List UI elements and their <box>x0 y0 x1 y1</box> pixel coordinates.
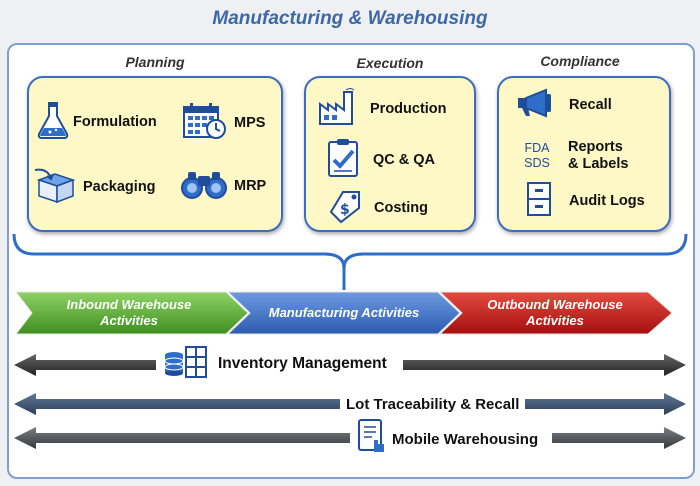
inbound-chevron <box>14 291 249 335</box>
inbound-label-line1: Inbound Warehouse <box>66 297 192 312</box>
mps-label: MPS <box>234 115 266 131</box>
formulation-item: Formulation <box>36 100 157 145</box>
production-item: Production <box>318 88 447 131</box>
audit-label: Audit Logs <box>569 193 645 209</box>
mobile-label-box: Mobile Warehousing <box>350 418 553 460</box>
megaphone-icon <box>516 88 556 123</box>
inbound-label: Inbound Warehouse Activities <box>32 290 226 336</box>
audit-item: Audit Logs <box>526 181 645 222</box>
recall-item: Recall <box>516 88 612 123</box>
activity-flow <box>14 291 673 335</box>
manufacturing-chevron <box>226 291 461 335</box>
mobile-label: Mobile Warehousing <box>392 430 539 448</box>
costing-item: $ Costing <box>329 188 428 229</box>
production-label: Production <box>370 101 447 117</box>
costing-label: Costing <box>374 200 428 216</box>
inventory-label: Inventory Management <box>218 355 387 372</box>
grouping-bracket <box>12 233 688 290</box>
planning-heading: Planning <box>125 54 185 70</box>
recall-label: Recall <box>569 97 612 113</box>
reports-label-line2: & Labels <box>568 156 629 172</box>
package-icon <box>33 166 79 209</box>
outbound-label-line2: Activities <box>526 313 584 328</box>
formulation-label: Formulation <box>73 114 157 130</box>
mps-item: MPS <box>182 102 265 145</box>
outbound-chevron <box>438 291 673 335</box>
price-tag-icon: $ <box>329 188 363 229</box>
sds-text: SDS <box>524 156 550 170</box>
tablet-tap-icon <box>356 418 386 460</box>
execution-heading: Execution <box>356 55 424 71</box>
calendar-clock-icon <box>182 102 228 145</box>
factory-icon <box>318 88 358 131</box>
outbound-label-line1: Outbound Warehouse <box>487 297 623 312</box>
fda-sds-icon: FDA SDS <box>519 141 555 171</box>
svg-text:$: $ <box>340 202 350 218</box>
fda-text: FDA <box>524 141 550 155</box>
inbound-label-line2: Activities <box>100 313 158 328</box>
binoculars-icon <box>180 168 230 205</box>
database-server-icon <box>162 345 210 384</box>
flask-icon <box>36 100 70 145</box>
page-title: Manufacturing & Warehousing <box>212 8 488 29</box>
lot-traceability-label: Lot Traceability & Recall <box>340 393 526 415</box>
reports-label: Reports <box>568 139 623 155</box>
packaging-item: Packaging <box>33 166 156 209</box>
packaging-label: Packaging <box>83 179 156 195</box>
qc-item: QC & QA <box>327 138 435 183</box>
compliance-heading: Compliance <box>540 53 620 69</box>
inventory-label-box: Inventory Management <box>156 345 403 384</box>
mrp-item: MRP <box>180 168 266 205</box>
mrp-label: MRP <box>234 178 267 194</box>
manufacturing-label: Manufacturing Activities <box>268 305 420 320</box>
planning-box <box>27 76 283 232</box>
qc-label: QC & QA <box>373 152 436 168</box>
file-cabinet-icon <box>526 181 552 222</box>
reports-item: FDA SDS Reports & Labels <box>519 139 628 173</box>
compliance-box <box>497 76 671 232</box>
outbound-label: Outbound Warehouse Activities <box>462 290 648 336</box>
clipboard-check-icon <box>327 138 359 183</box>
